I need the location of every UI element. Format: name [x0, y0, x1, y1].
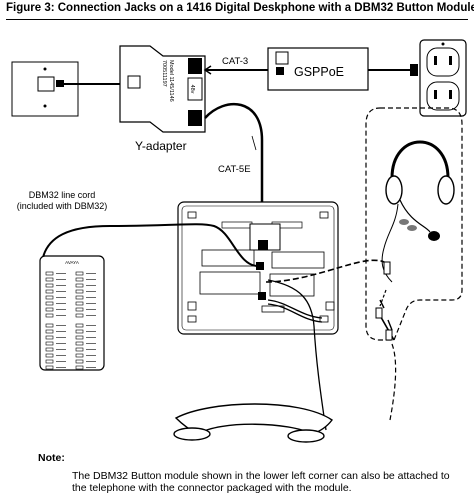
- headset-plug: [383, 261, 391, 275]
- dbm32-button: [45, 313, 54, 318]
- dbm32-button: [45, 341, 54, 346]
- title-rule: [6, 19, 468, 20]
- handset-cord: [267, 279, 327, 431]
- dbm32-button: [75, 295, 84, 300]
- headset: [381, 140, 455, 283]
- handset: [173, 403, 333, 443]
- dbm32-button: [45, 307, 54, 312]
- dbm32-button: [45, 271, 54, 276]
- dbm32-button: [75, 353, 84, 358]
- cat5e-cord: [204, 103, 264, 268]
- dbm32-button: [45, 289, 54, 294]
- svg-text:GSPPoE: GSPPoE: [294, 65, 344, 79]
- dbm32-button: [75, 301, 84, 306]
- y-adapter: 700511197 Model 1145/1146 48v: [119, 45, 206, 133]
- cat5e-label: CAT-5E: [218, 164, 251, 175]
- dbm32-button: [75, 365, 84, 370]
- dbm32-button: [75, 289, 84, 294]
- y-adapter-label: Y-adapter: [135, 139, 187, 153]
- dbm32-button: [75, 307, 84, 312]
- dbm32-button: [45, 347, 54, 352]
- dbm32-button: [75, 277, 84, 282]
- dbm32-button: [45, 359, 54, 364]
- svg-text:Model 1145/1146: Model 1145/1146: [168, 60, 174, 102]
- svg-text:700511197: 700511197: [161, 60, 167, 87]
- dbm32-button: [75, 341, 84, 346]
- headset-area: [365, 107, 463, 341]
- cat3-label: CAT-3: [222, 56, 248, 67]
- dbm32-line-cord: [41, 223, 259, 267]
- dbm32-button: [75, 335, 84, 340]
- dbm32-button: [75, 283, 84, 288]
- dbm32-button: [45, 365, 54, 370]
- headset-cord-dashed: [265, 259, 387, 283]
- gsppoe-power-supply: GSPPoE: [267, 47, 369, 91]
- electrical-outlet: [419, 39, 467, 117]
- dbm32-button: [75, 347, 84, 352]
- note-heading: Note:: [38, 452, 65, 464]
- dbm32-button: [45, 283, 54, 288]
- figure-title: Figure 3: Connection Jacks on a 1416 Dig…: [6, 2, 474, 14]
- svg-text:AVAYA: AVAYA: [65, 260, 79, 265]
- adapter-48v-label: 48v: [189, 85, 195, 94]
- dbm32-line-cord-note: (included with DBM32): [17, 201, 108, 211]
- power-plug: [410, 64, 418, 76]
- dbm32-button: [45, 323, 54, 328]
- dbm32-button: [75, 329, 84, 334]
- dbm32-line-cord-label: DBM32 line cord: [29, 190, 96, 200]
- adapter-model-label: 700511197 Model 1145/1146: [161, 60, 174, 102]
- dbm32-button: [45, 329, 54, 334]
- note-text: The DBM32 Button module shown in the low…: [72, 470, 450, 494]
- dbm32-button: [45, 277, 54, 282]
- deskphone: [177, 201, 339, 335]
- dbm32-button: [45, 295, 54, 300]
- dbm32-button: [75, 271, 84, 276]
- dbm32-button: [75, 313, 84, 318]
- dbm32-button: [75, 359, 84, 364]
- wall-data-jack: [11, 61, 79, 117]
- dbm32-button-module: AVAYA: [39, 255, 105, 371]
- dbm32-button: [45, 353, 54, 358]
- dbm32-button: [45, 301, 54, 306]
- dbm32-button: [45, 335, 54, 340]
- dbm32-button: [75, 323, 84, 328]
